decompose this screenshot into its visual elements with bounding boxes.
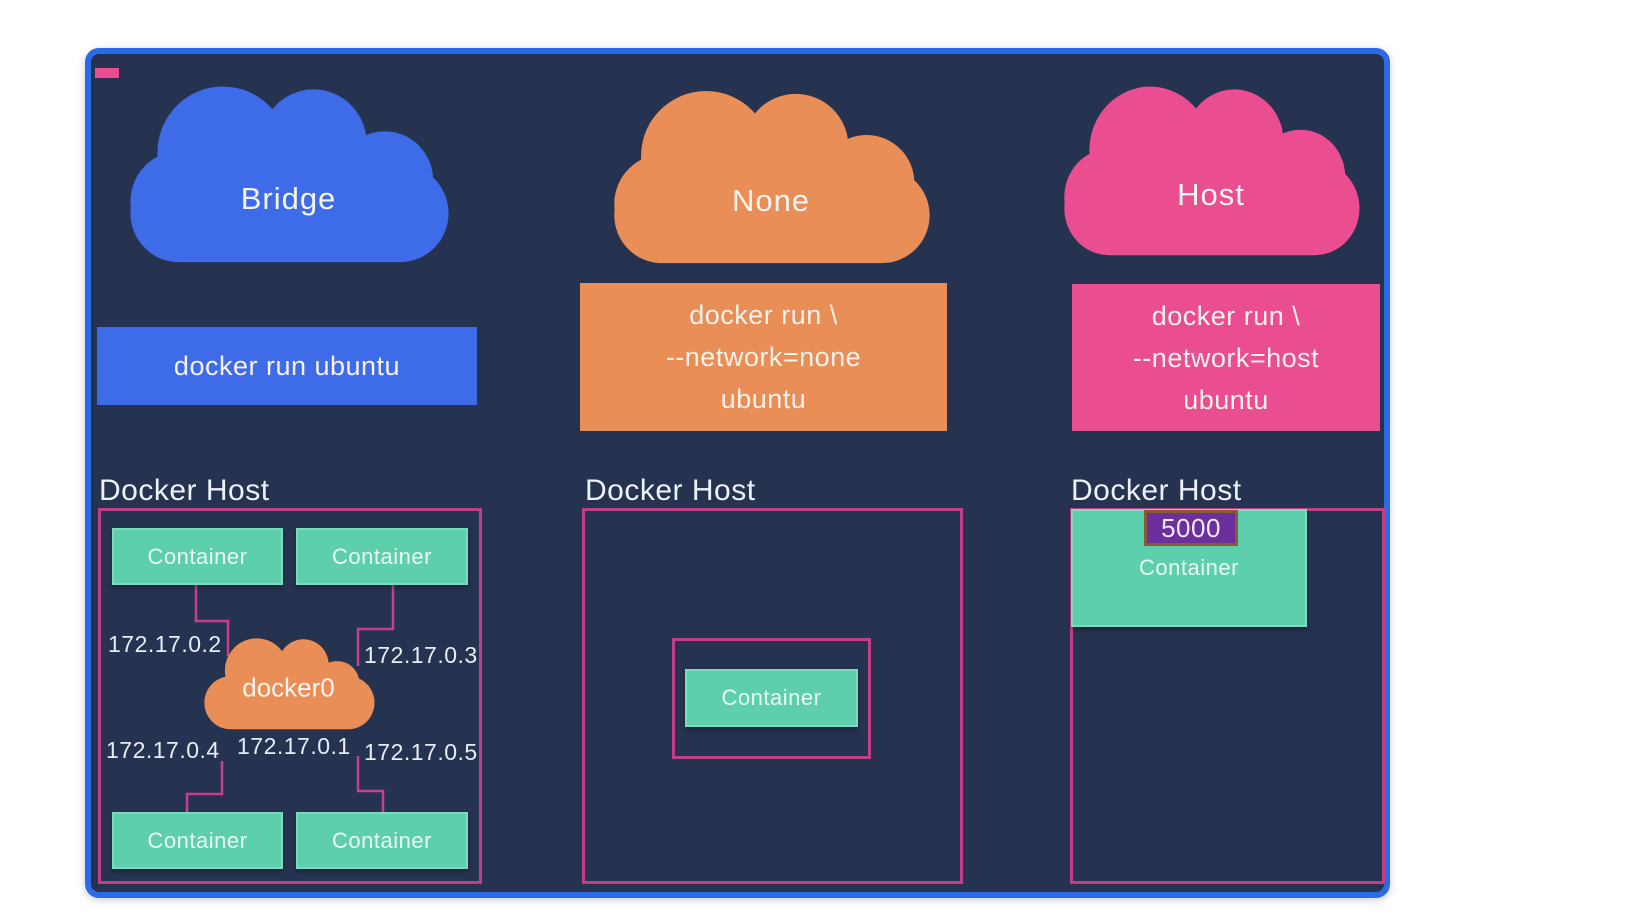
none-docker-host-label: Docker Host xyxy=(585,474,756,507)
docker0-bridge-cloud: docker0 xyxy=(195,627,382,733)
ip-address-top-right: 172.17.0.3 xyxy=(364,642,478,668)
cloud-icon xyxy=(614,91,930,264)
host-command-line-2: --network=host xyxy=(1132,342,1320,373)
bridge-container-bottom-left: Container xyxy=(112,812,283,869)
container-label: Container xyxy=(147,827,248,853)
host-command-line-3: ubuntu xyxy=(1183,384,1269,415)
host-command-line-1: docker run \ xyxy=(1151,300,1301,331)
accent-bar xyxy=(95,68,119,78)
none-command-line-3: ubuntu xyxy=(720,384,807,414)
none-isolated-network-box: Container xyxy=(672,638,871,759)
none-network-cloud: None xyxy=(599,70,943,266)
bridge-network-cloud: Bridge xyxy=(115,65,462,265)
container-label: Container xyxy=(1139,555,1239,580)
none-command-box: docker run \ --network=none ubuntu xyxy=(580,283,947,431)
ip-address-top-left: 172.17.0.2 xyxy=(108,631,222,657)
host-cloud-label: Host xyxy=(1177,176,1245,212)
docker0-label: docker0 xyxy=(242,672,335,703)
bridge-command-box: docker run ubuntu xyxy=(97,327,477,405)
bridge-docker-host-box: Container Container docker0 172.17.0.2 1… xyxy=(98,508,482,884)
none-command-line-2: --network=none xyxy=(665,342,862,372)
container-label: Container xyxy=(332,543,432,569)
container-label: Container xyxy=(721,685,822,710)
cloud-icon xyxy=(130,86,449,263)
bridge-connector-lines xyxy=(185,585,395,813)
bridge-cloud-label: Bridge xyxy=(240,181,337,216)
host-container: 5000 Container xyxy=(1071,509,1307,627)
none-command-line-1: docker run \ xyxy=(689,300,838,330)
none-cloud-label: None xyxy=(731,183,811,219)
bridge-container-bottom-right: Container xyxy=(296,812,468,869)
bridge-command-text: docker run ubuntu xyxy=(173,351,401,381)
cloud-icon xyxy=(1064,86,1360,256)
ip-address-gateway: 172.17.0.1 xyxy=(237,733,351,759)
slide: Bridge docker run ubuntu Docker Host Con… xyxy=(85,48,1390,898)
bridge-container-top-right: Container xyxy=(296,528,468,585)
ip-address-bottom-left: 172.17.0.4 xyxy=(106,737,220,763)
host-docker-host-box: 5000 Container xyxy=(1070,508,1385,884)
host-command-box: docker run \ --network=host ubuntu xyxy=(1072,284,1380,431)
bridge-container-top-left: Container xyxy=(112,528,283,585)
none-container: Container xyxy=(685,669,858,727)
host-network-cloud: Host xyxy=(1050,66,1372,258)
bridge-docker-host-label: Docker Host xyxy=(99,474,270,507)
host-docker-host-label: Docker Host xyxy=(1071,474,1242,507)
container-label: Container xyxy=(332,827,432,853)
port-label: 5000 xyxy=(1161,512,1221,543)
host-port-badge: 5000 xyxy=(1144,510,1238,546)
none-docker-host-box: Container xyxy=(582,508,963,884)
cloud-icon xyxy=(204,638,375,730)
container-label: Container xyxy=(147,543,248,569)
ip-address-bottom-right: 172.17.0.5 xyxy=(364,739,478,765)
